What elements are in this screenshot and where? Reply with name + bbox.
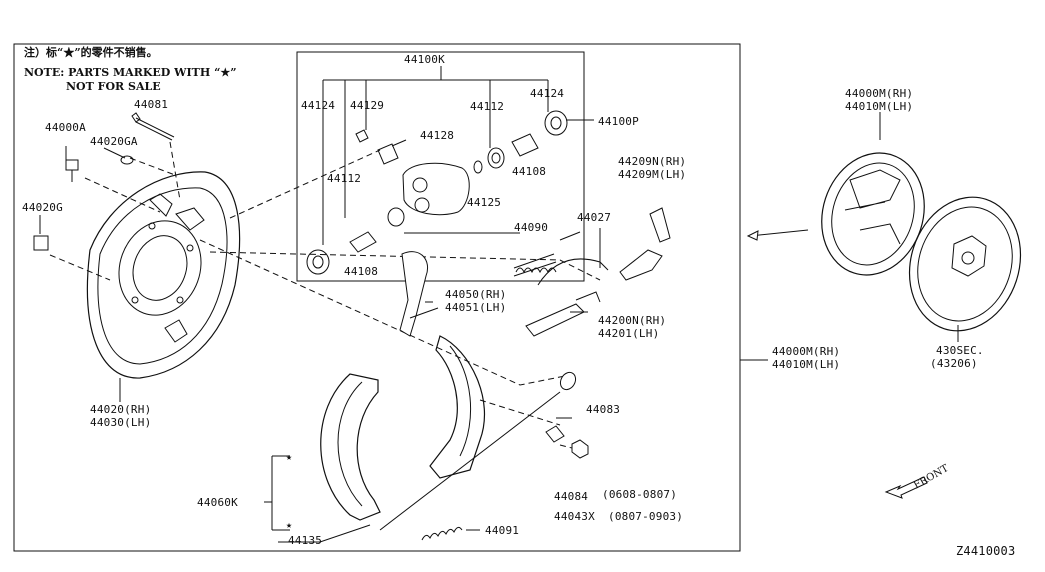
label-44060k: 44060K (197, 496, 238, 509)
label-44090: 44090 (514, 221, 549, 234)
boot-44124-left (306, 249, 330, 275)
wheel-cylinder (402, 162, 470, 216)
brake-shoe-rear (429, 335, 485, 479)
label-44108-left: 44108 (344, 265, 379, 278)
label-43206: (43206) (930, 357, 978, 370)
spring-44125 (473, 160, 483, 174)
label-44010m: 44010M(LH) (772, 358, 841, 371)
label-44129: 44129 (350, 99, 385, 112)
outer-frame (13, 43, 741, 552)
label-date-0807: (0807-0903) (608, 510, 684, 523)
note-english: NOTE: PARTS MARKED WITH “★” (24, 66, 237, 79)
label-44128: 44128 (420, 129, 455, 142)
label-44124-left: 44124 (301, 99, 336, 112)
lever-44050 (399, 251, 428, 337)
bolt-44081 (131, 112, 175, 141)
brake-drum-drawing (908, 196, 1022, 332)
label-44209m: 44209M(LH) (618, 168, 687, 181)
label-44020ga: 44020GA (90, 135, 138, 148)
label-44135: 44135 (288, 534, 323, 547)
backing-plate-drawing (86, 171, 241, 379)
label-430sec: 430SEC. (936, 344, 984, 357)
piston-44108 (511, 133, 539, 157)
label-44125: 44125 (467, 196, 502, 209)
grommet-44020g (33, 235, 49, 251)
label-44030lh: 44030(LH) (90, 416, 152, 429)
brake-shoe-front (320, 373, 381, 521)
label-44091: 44091 (485, 524, 520, 537)
label-44010m-top: 44010M(LH) (845, 100, 914, 113)
piston-44108-left (349, 231, 377, 253)
label-44081: 44081 (134, 98, 169, 111)
bracket-44060k (264, 455, 290, 531)
spring-44091 (421, 526, 463, 541)
cup-44112 (487, 147, 505, 169)
label-44000m-top: 44000M(RH) (845, 87, 914, 100)
brake-assembly-drawing (821, 152, 925, 276)
front-arrow-icon (884, 476, 928, 499)
label-44201: 44201(LH) (598, 327, 660, 340)
label-44043x: 44043X (554, 510, 595, 523)
cable-line (379, 391, 561, 531)
diagram-id: Z4410003 (956, 544, 1016, 558)
label-44083: 44083 (586, 403, 621, 416)
adjuster-44200 (525, 303, 585, 337)
bolt-44000a (65, 159, 79, 171)
label-44112-right: 44112 (470, 100, 505, 113)
star-marker-top: ★ (286, 452, 293, 463)
label-44100k: 44100K (404, 53, 445, 66)
label-44124-right: 44124 (530, 87, 565, 100)
bleeder-screw-44128 (377, 143, 399, 165)
label-44084: 44084 (554, 490, 589, 503)
wheel-cylinder-box (296, 51, 585, 282)
label-44100p: 44100P (598, 115, 639, 128)
cup-44112-left (387, 207, 405, 227)
label-44020rh: 44020(RH) (90, 403, 152, 416)
label-44108-right: 44108 (512, 165, 547, 178)
note-chinese: 注）标“★”的零件不销售。 (24, 46, 158, 59)
note-not-for-sale: NOT FOR SALE (66, 80, 161, 93)
label-44050: 44050(RH) (445, 288, 507, 301)
star-marker-bottom: ★ (286, 520, 293, 531)
label-44200n: 44200N(RH) (598, 314, 667, 327)
label-date-0608: (0608-0807) (602, 488, 678, 501)
label-44000a: 44000A (45, 121, 86, 134)
assembly-arrow (749, 229, 809, 237)
label-44112-left: 44112 (327, 172, 362, 185)
label-44020g: 44020G (22, 201, 63, 214)
label-44027: 44027 (577, 211, 612, 224)
spring-44090 (513, 253, 557, 277)
cap-44129 (355, 129, 369, 143)
boot-44124 (544, 110, 568, 136)
label-44000m: 44000M(RH) (772, 345, 841, 358)
spring-44083 (545, 425, 565, 443)
nut-44084 (571, 439, 589, 459)
lever-44209 (619, 249, 663, 281)
label-44209n: 44209N(RH) (618, 155, 687, 168)
label-44051: 44051(LH) (445, 301, 507, 314)
